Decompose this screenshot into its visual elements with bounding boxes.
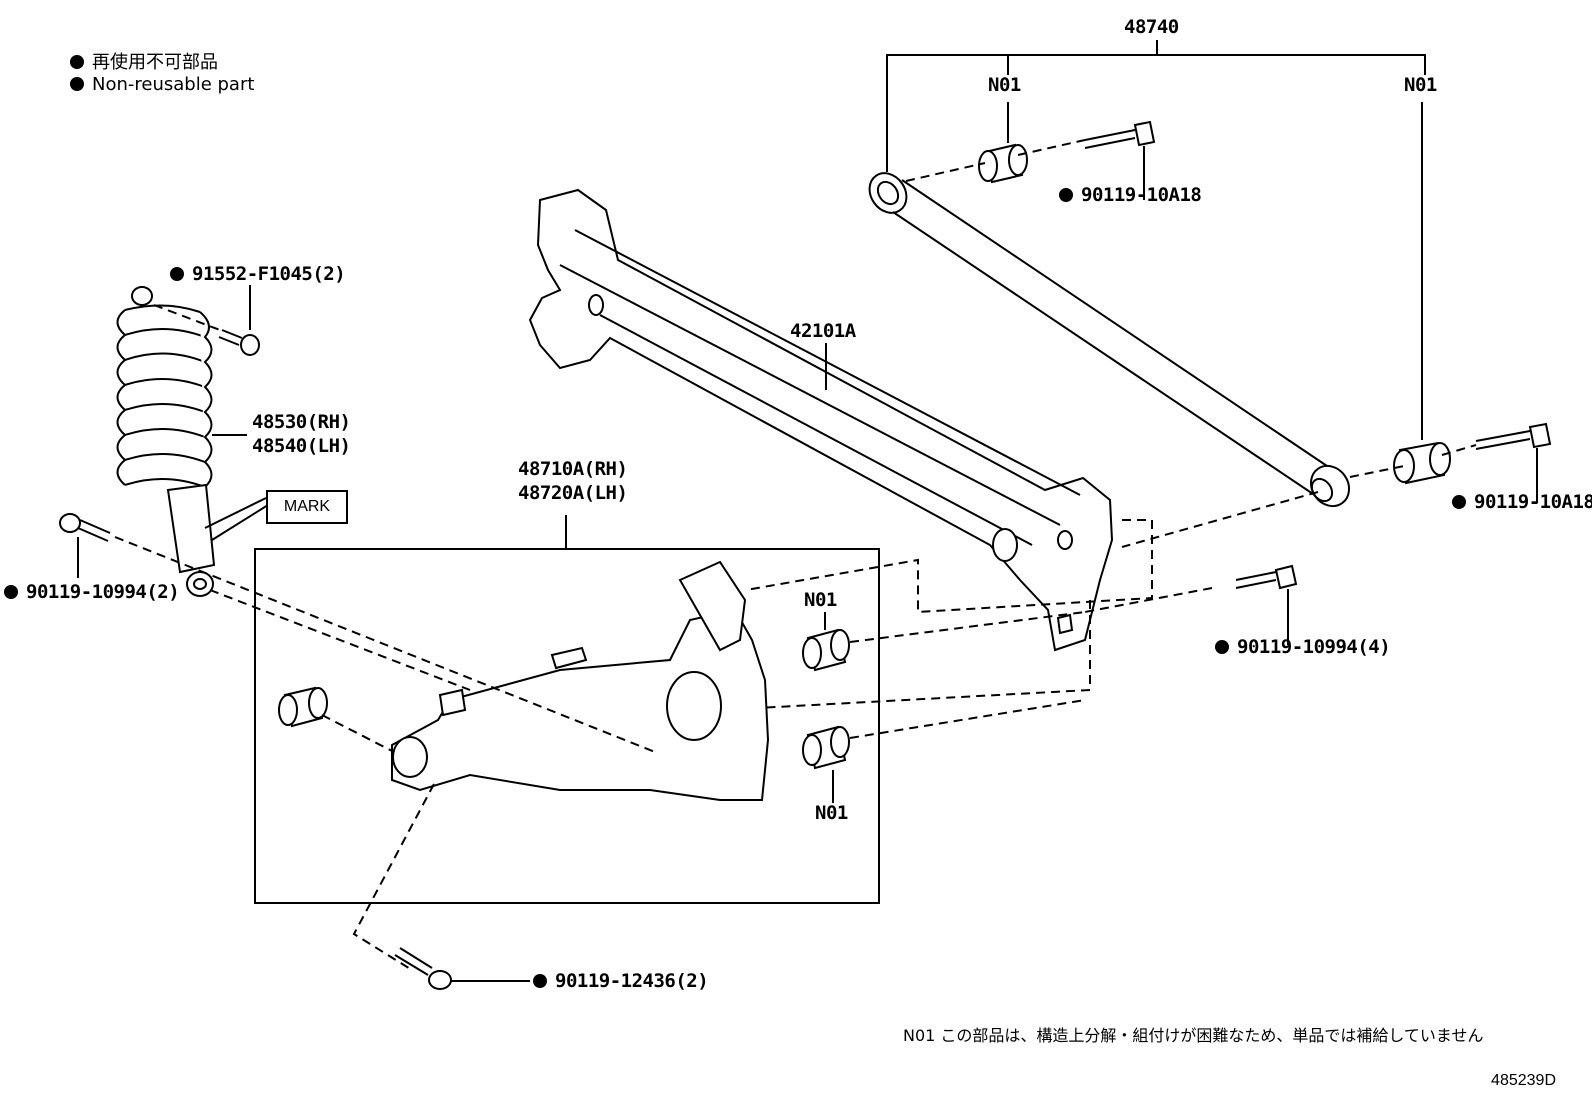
label-bolt-f1045-text: 91552-F1045(2) (192, 263, 346, 285)
legend-jp-text: 再使用不可部品 (92, 52, 218, 73)
non-reusable-icon (1215, 640, 1229, 654)
legend-en: Non-reusable part (70, 74, 254, 95)
label-shock-rh[interactable]: 48530(RH) (252, 411, 351, 433)
bushing-top (978, 143, 1028, 184)
arm-bushing-lower (802, 725, 850, 770)
bolt-f1045 (218, 329, 260, 356)
label-n01-mid: N01 (804, 589, 837, 611)
label-bolt-10994-4[interactable]: 90119-10994(4) (1215, 636, 1391, 658)
label-bolt-10a18-right[interactable]: 90119-10A18 (1452, 491, 1592, 513)
label-bolt-12436-text: 90119-12436(2) (555, 970, 709, 992)
non-reusable-icon (533, 974, 547, 988)
label-bolt-10a18-top[interactable]: 90119-10A18 (1059, 184, 1202, 206)
label-arm-rh[interactable]: 48710A(RH) (518, 458, 628, 480)
non-reusable-icon (1059, 188, 1073, 202)
arm-front-bushing (278, 686, 328, 728)
label-bolt-10994-4-text: 90119-10994(4) (1237, 636, 1391, 658)
label-bolt-12436[interactable]: 90119-12436(2) (533, 970, 709, 992)
legend-jp: 再使用不可部品 (70, 48, 218, 74)
label-bolt-10a18-right-text: 90119-10A18 (1474, 491, 1592, 513)
lateral-rod-bracket (886, 54, 1426, 75)
non-reusable-icon (1452, 495, 1466, 509)
bolt-10a18-top (1084, 120, 1156, 149)
non-reusable-icon (4, 585, 18, 599)
arm-bushing-upper (802, 628, 850, 672)
label-n01-bottom: N01 (815, 802, 848, 824)
illustration-id: 485239D (1491, 1072, 1556, 1089)
trailing-arm (391, 560, 770, 801)
footnote: N01 この部品は、構造上分解・組付けが困難なため、単品では補給していません (903, 1026, 1484, 1045)
label-shock-lh[interactable]: 48540(LH) (252, 435, 351, 457)
mark-callout: MARK (266, 490, 348, 524)
non-reusable-icon (170, 267, 184, 281)
label-n01-top-right: N01 (1404, 74, 1437, 96)
label-n01-top-left: N01 (988, 74, 1021, 96)
label-42101a[interactable]: 42101A (790, 320, 856, 342)
label-bolt-10994-2-text: 90119-10994(2) (26, 581, 180, 603)
label-arm-lh[interactable]: 48720A(LH) (518, 482, 628, 504)
legend-en-text: Non-reusable part (92, 74, 255, 95)
lateral-rod (868, 172, 1351, 508)
bolt-10a18-right (1475, 422, 1552, 450)
bolt-10994-left (59, 513, 111, 542)
label-bolt-10994-2[interactable]: 90119-10994(2) (4, 581, 180, 603)
bolt-12436 (394, 947, 452, 990)
label-48740[interactable]: 48740 (1124, 16, 1179, 38)
bullet-icon (70, 55, 84, 69)
bullet-icon (70, 77, 84, 91)
bushing-right (1393, 441, 1451, 485)
label-bolt-10a18-top-text: 90119-10A18 (1081, 184, 1202, 206)
label-bolt-f1045[interactable]: 91552-F1045(2) (170, 263, 346, 285)
axle-beam (528, 188, 1114, 652)
shock-absorber (116, 286, 216, 597)
